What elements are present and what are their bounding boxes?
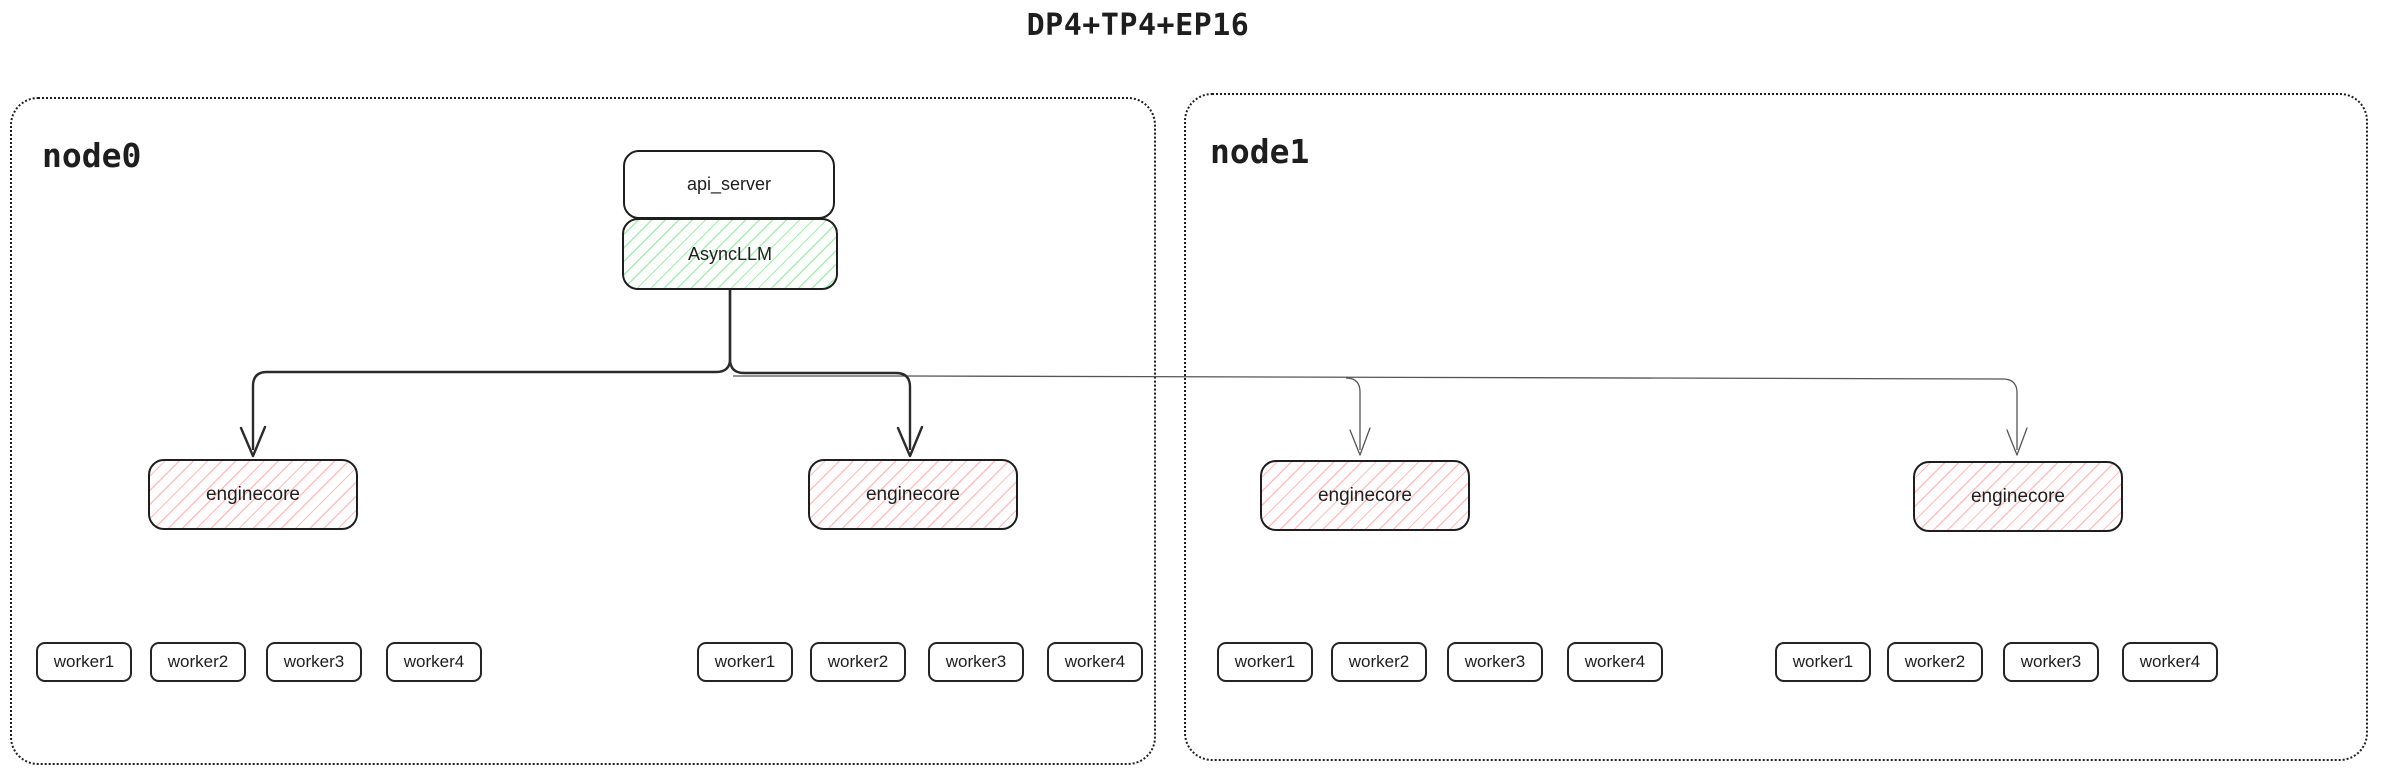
arrow-asyncllm-to-enginecore4-line xyxy=(733,375,2018,450)
enginecore-box-node0-1: enginecore xyxy=(148,459,358,530)
arrowhead-enginecore4 xyxy=(2006,427,2028,456)
worker-box: worker2 xyxy=(150,642,246,682)
node0-boundary xyxy=(10,97,1156,765)
api-server-box: api_server xyxy=(623,150,835,219)
worker-box: worker3 xyxy=(928,642,1024,682)
worker-box: worker1 xyxy=(1217,642,1313,682)
arrow-asyncllm-to-enginecore1-line xyxy=(251,288,732,451)
worker-box: worker1 xyxy=(1775,642,1871,682)
worker-box: worker4 xyxy=(386,642,482,682)
diagram-title: DP4+TP4+EP16 xyxy=(1026,8,1250,43)
asyncllm-label: AsyncLLM xyxy=(687,243,773,264)
arrowhead-enginecore3 xyxy=(1349,427,1371,456)
enginecore-label: enginecore xyxy=(1317,484,1413,506)
arrowhead-enginecore1 xyxy=(239,425,267,458)
arrowhead-enginecore2 xyxy=(896,425,924,458)
enginecore-label: enginecore xyxy=(205,483,301,505)
worker-box: worker2 xyxy=(1331,642,1427,682)
worker-box: worker4 xyxy=(2122,642,2218,682)
worker-box: worker3 xyxy=(266,642,362,682)
worker-box: worker3 xyxy=(1447,642,1543,682)
worker-box: worker1 xyxy=(36,642,132,682)
arrow-asyncllm-to-enginecore2-line xyxy=(728,288,912,451)
worker-box: worker4 xyxy=(1567,642,1663,682)
node0-label: node0 xyxy=(42,136,142,175)
worker-box: worker2 xyxy=(810,642,906,682)
worker-box: worker2 xyxy=(1887,642,1983,682)
api-server-label: api_server xyxy=(686,174,772,194)
asyncllm-box: AsyncLLM xyxy=(622,218,838,290)
node1-label: node1 xyxy=(1210,132,1310,171)
worker-box: worker4 xyxy=(1047,642,1143,682)
enginecore-label: enginecore xyxy=(1970,485,2066,507)
worker-box: worker1 xyxy=(697,642,793,682)
node1-boundary xyxy=(1184,93,2368,761)
enginecore-box-node1-1: enginecore xyxy=(1260,460,1470,531)
enginecore-label: enginecore xyxy=(865,483,961,505)
enginecore-box-node0-2: enginecore xyxy=(808,459,1018,530)
worker-box: worker3 xyxy=(2003,642,2099,682)
arrow-asyncllm-to-enginecore3-line xyxy=(1345,377,1361,450)
enginecore-box-node1-2: enginecore xyxy=(1913,461,2123,532)
